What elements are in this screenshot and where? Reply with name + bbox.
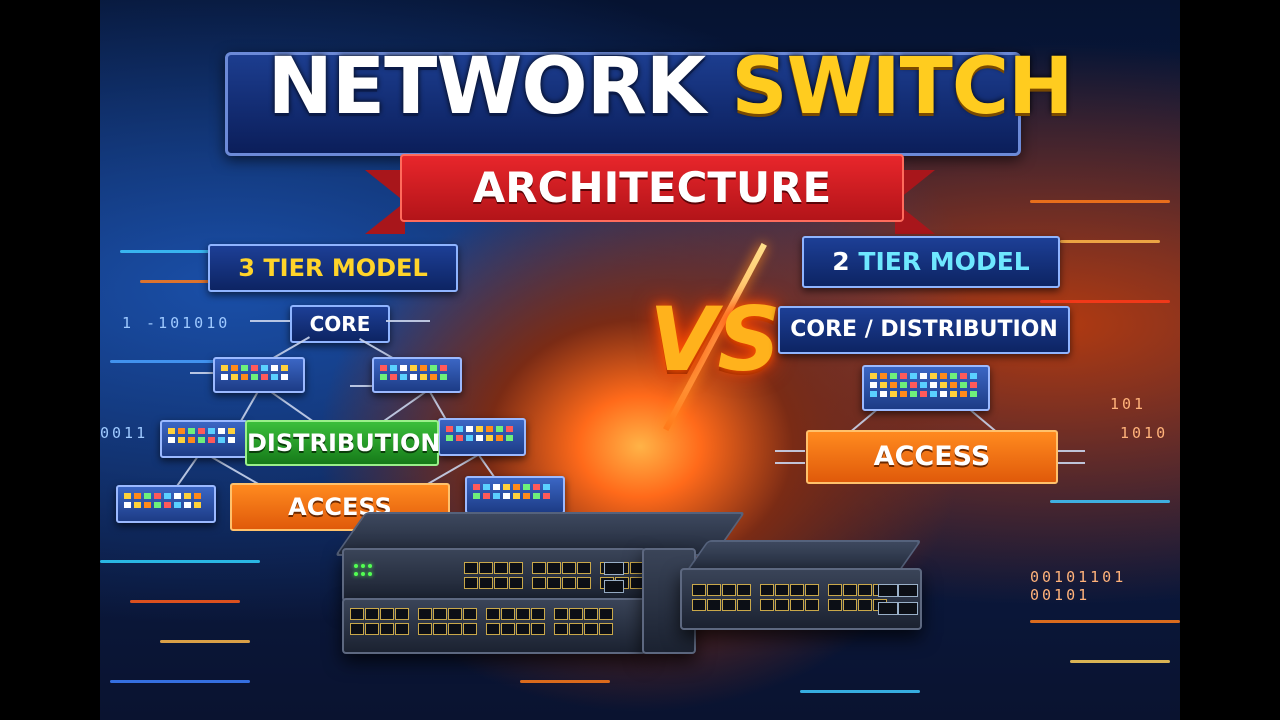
access-switch-left-b: [465, 476, 565, 514]
thumbnail-art: 1 -101010 0011 101 1010 00101101 00101 N…: [100, 0, 1180, 720]
core-switch-left-b: [372, 357, 462, 393]
tier-label: TIER MODEL: [858, 247, 1030, 276]
binary-text-right-top: 101: [1110, 395, 1147, 413]
core-distribution-label-right: CORE / DISTRIBUTION: [778, 306, 1070, 354]
subtitle-text: ARCHITECTURE: [400, 154, 904, 222]
title-plate: [225, 52, 1021, 156]
two-tier-model-label: 2 TIER MODEL: [802, 236, 1060, 288]
three-tier-model-label: 3 TIER MODEL: [208, 244, 458, 292]
core-switch-left-a: [213, 357, 305, 393]
page-title: NETWORK SWITCH: [220, 42, 1120, 152]
binary-text-right-mid: 1010: [1120, 424, 1169, 442]
hardware-switch-lower: [342, 598, 646, 654]
core-distribution-switch-right: [862, 365, 990, 411]
tier-number: 3: [238, 254, 255, 282]
access-label-left: ACCESS: [230, 483, 450, 531]
hardware-switch-upper: [342, 548, 659, 602]
title-word-network: NETWORK: [267, 42, 707, 132]
subtitle-ribbon: ARCHITECTURE: [365, 150, 935, 234]
binary-text-left-bottom: 0011: [100, 424, 149, 442]
binary-text-left-top: 1 -101010: [122, 314, 231, 332]
distribution-switch-left-b: [438, 418, 526, 456]
binary-text-right-bottom: 00101101 00101: [1030, 568, 1127, 604]
tier-number: 2: [832, 247, 850, 276]
versus-label: VS: [649, 288, 781, 391]
title-word-switch: SWITCH: [731, 42, 1073, 132]
access-label-right: ACCESS: [806, 430, 1058, 484]
distribution-switch-left-a: [160, 420, 248, 458]
access-switch-left-a: [116, 485, 216, 523]
distribution-label-left: DISTRIBUTION: [245, 420, 441, 466]
tier-label: TIER MODEL: [263, 254, 428, 282]
